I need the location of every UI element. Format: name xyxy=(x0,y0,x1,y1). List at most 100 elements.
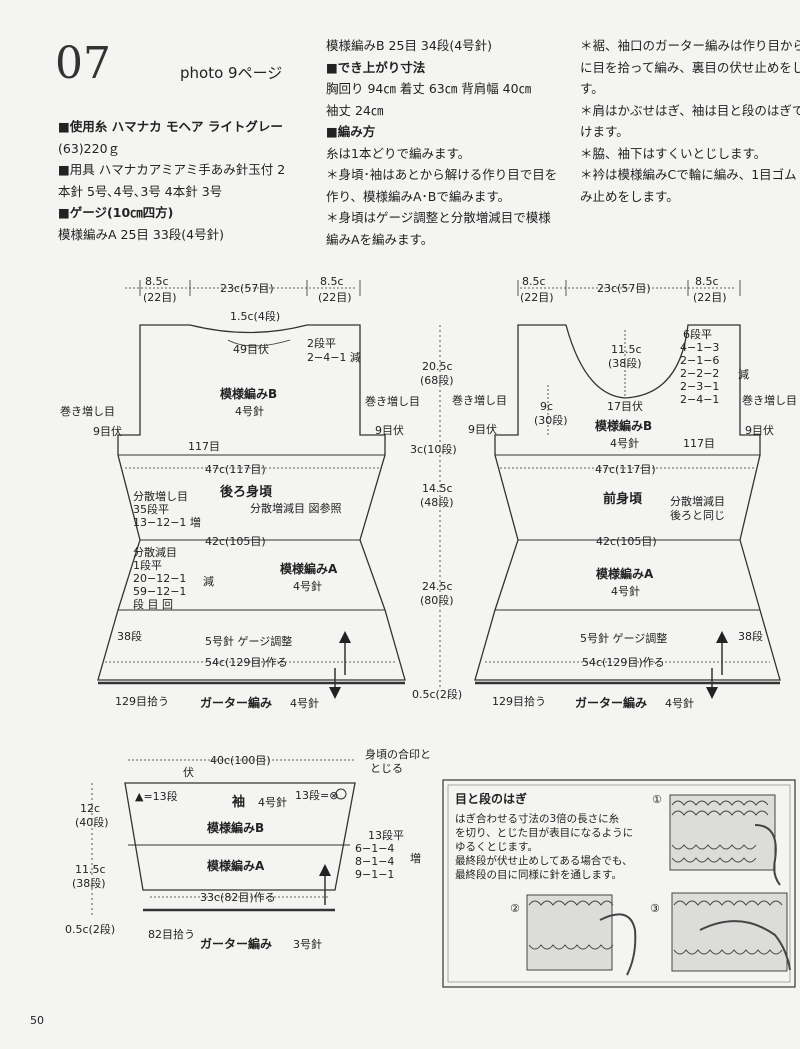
front-top-side-stitches: (22目) xyxy=(520,291,554,304)
front-top-mid-dim: 23c(57目) xyxy=(597,282,651,295)
page-number: 50 xyxy=(30,1014,44,1027)
mid-height: 14.5c xyxy=(422,482,453,495)
front-cast-on-left: 巻き増し目 xyxy=(452,394,507,407)
howto-line: を切り、とじた目が表目になるように xyxy=(455,826,633,839)
back-body-title: 後ろ身頃 xyxy=(220,484,273,500)
back-top-side-dim: 8.5c xyxy=(320,275,344,288)
front-neck-depth: 11.5c xyxy=(611,343,642,356)
back-decrease-rule-1: 20−12−1 xyxy=(133,572,186,585)
gauge-line: 模様編みA 25目 33段(4号針) xyxy=(58,226,225,242)
front-body-title: 前身頃 xyxy=(603,491,643,507)
front-width-54: 54c(129目)作る xyxy=(582,656,665,669)
back-needle-b: 4号針 xyxy=(235,404,264,418)
back-body-labels: 8.5c (22目) 23c(57目) 8.5c (22目) 1.5c(4段) … xyxy=(60,275,420,710)
sleeve-pattern-b-label: 模様編みB xyxy=(207,820,264,835)
method-line: 編みAを編みます。 xyxy=(326,231,434,247)
back-neck-bind-off: 49目伏 xyxy=(233,342,269,356)
knit-illustration-2 xyxy=(526,894,637,976)
back-pattern-a-label: 模様編みA xyxy=(280,561,338,576)
front-width-47: 47c(117目) xyxy=(595,463,656,476)
front-neck-rule: 4−1−3 xyxy=(680,341,719,354)
back-gauge-adjust: 5号針 ゲージ調整 xyxy=(205,634,292,648)
front-neck-rule: 6段平 xyxy=(683,327,712,341)
front-neck-rule: 2−4−1 xyxy=(680,393,719,406)
back-outline xyxy=(97,324,406,681)
back-top-side-stitches: (22目) xyxy=(318,291,352,304)
front-note-1: 分散増減目 xyxy=(670,494,725,508)
howto-step-1: ① xyxy=(652,793,662,806)
howto-line: はぎ合わせる寸法の3倍の長さに糸 xyxy=(455,812,619,825)
method-line: ＊肩はかぶせはぎ、袖は目と段のはぎで xyxy=(580,102,800,118)
front-garter-label: ガーター編み xyxy=(575,695,647,710)
finished-size-heading: ■でき上がり寸法 xyxy=(326,59,426,75)
front-pattern-a-label: 模様編みA xyxy=(596,566,654,581)
method-line: み止めをします。 xyxy=(580,188,679,204)
sleeve-inc-rule: 13段平 xyxy=(368,828,404,842)
back-cast-on-right: 巻き増し目 xyxy=(365,395,420,408)
back-needle-a: 4号針 xyxy=(293,579,322,593)
method-line: 作り、模様編みA･Bで編みます。 xyxy=(326,188,511,204)
front-top-side-dim: 8.5c xyxy=(522,275,546,288)
back-neck-height: 1.5c(4段) xyxy=(230,309,280,323)
back-distributed-note: 分散増減目 図参照 xyxy=(250,501,342,515)
back-body-diagram xyxy=(97,280,406,699)
back-neck-flat: 2段平 xyxy=(307,336,336,350)
tools-line: 本針 5号､4号､3号 4本針 3号 xyxy=(58,183,223,199)
sleeve-title: 袖 xyxy=(232,794,245,810)
sleeve-inc-rule: 6−1−4 xyxy=(355,842,394,855)
photo-reference: photo 9ページ xyxy=(180,64,283,82)
front-neck-rule: 2−3−1 xyxy=(680,380,719,393)
front-body-labels: 8.5c (22目) 23c(57目) 8.5c (22目) 11.5c (38… xyxy=(452,275,797,710)
lower-height: 24.5c xyxy=(422,580,453,593)
back-stitches-117: 117目 xyxy=(188,440,220,453)
front-needle-a: 4号針 xyxy=(611,584,640,598)
knit-illustration-3 xyxy=(671,892,791,972)
howto-step-2: ② xyxy=(510,902,520,915)
back-top-side-dim: 8.5c xyxy=(145,275,169,288)
method-line: けます。 xyxy=(580,124,629,139)
back-garter-needle: 4号針 xyxy=(290,696,319,710)
back-decrease-rule-2: 59−12−1 xyxy=(133,585,186,598)
front-stitches-117: 117目 xyxy=(683,437,715,450)
sleeve-mark-13-circle: 13段=⊗ xyxy=(295,788,338,802)
sleeve-hem-height: 0.5c(2段) xyxy=(65,922,115,936)
sleeve-garter-needle: 3号針 xyxy=(293,937,322,951)
howto-title: 目と段のはぎ xyxy=(455,791,527,806)
underarm-height: 3c(10段) xyxy=(410,442,457,456)
sleeve-labels: 40c(100目) 伏 身頃の合印と とじる ▲=13段 袖 4号針 13段=⊗… xyxy=(65,747,431,951)
back-rows-38: 38段 xyxy=(117,629,142,643)
front-width-42: 42c(105目) xyxy=(596,535,657,548)
front-pattern-b-label: 模様編みB xyxy=(595,418,652,433)
back-garter-label: ガーター編み xyxy=(200,695,272,710)
front-needle-b: 4号針 xyxy=(610,436,639,450)
front-garter-needle: 4号針 xyxy=(665,696,694,710)
back-increase-title: 分散増し目 xyxy=(133,489,188,503)
finished-size-line: 袖丈 24㎝ xyxy=(326,102,384,118)
sleeve-pattern-a-label: 模様編みA xyxy=(207,858,265,873)
front-bind-off-left: 9目伏 xyxy=(468,422,497,436)
size-column: 模様編みB 25目 34段(4号針) ■でき上がり寸法 胸回り 94㎝ 着丈 6… xyxy=(326,35,557,250)
sleeve-needle: 4号針 xyxy=(258,795,287,809)
back-decrease-mark: 減 xyxy=(203,574,214,588)
sleeve-outline xyxy=(124,782,356,891)
materials-column: ■使用糸 ハマナカ モヘア ライトグレー (63)220ｇ ■用具 ハマナカアミ… xyxy=(58,116,285,245)
gauge-line: ■ゲージ(10㎝四方) xyxy=(58,205,174,220)
front-armhole-height: 9c xyxy=(540,400,553,413)
sleeve-inc-mark: 増 xyxy=(410,852,421,865)
lower-rows: (80段) xyxy=(420,593,454,607)
center-measurement-labels: 20.5c (68段) 3c(10段) 14.5c (48段) 24.5c (8… xyxy=(410,360,462,701)
knit-illustration-1 xyxy=(669,794,781,886)
back-width-47: 47c(117目) xyxy=(205,463,266,476)
method-line: ＊脇、袖下はすくいとじします。 xyxy=(580,145,767,161)
back-pattern-b-label: 模様編みB xyxy=(220,386,277,401)
method-line: ＊身頃･袖はあとから解ける作り目で目を xyxy=(326,167,558,182)
howto-line: ゆるくとじます。 xyxy=(455,841,538,853)
mid-rows: (48段) xyxy=(420,495,454,509)
back-decrease-title: 分散減目 xyxy=(133,545,177,559)
method-line: に目を拾って編み、裏目の伏せ止めをし xyxy=(580,59,800,75)
armhole-height: 20.5c xyxy=(422,360,453,373)
back-bind-off-left: 9目伏 xyxy=(93,424,122,438)
method-line: ＊裾、袖口のガーター編みは作り目から xyxy=(580,38,800,53)
sleeve-garter-label: ガーター編み xyxy=(200,936,272,951)
method-line: ＊身頃はゲージ調整と分散増減目で模様 xyxy=(326,210,551,225)
